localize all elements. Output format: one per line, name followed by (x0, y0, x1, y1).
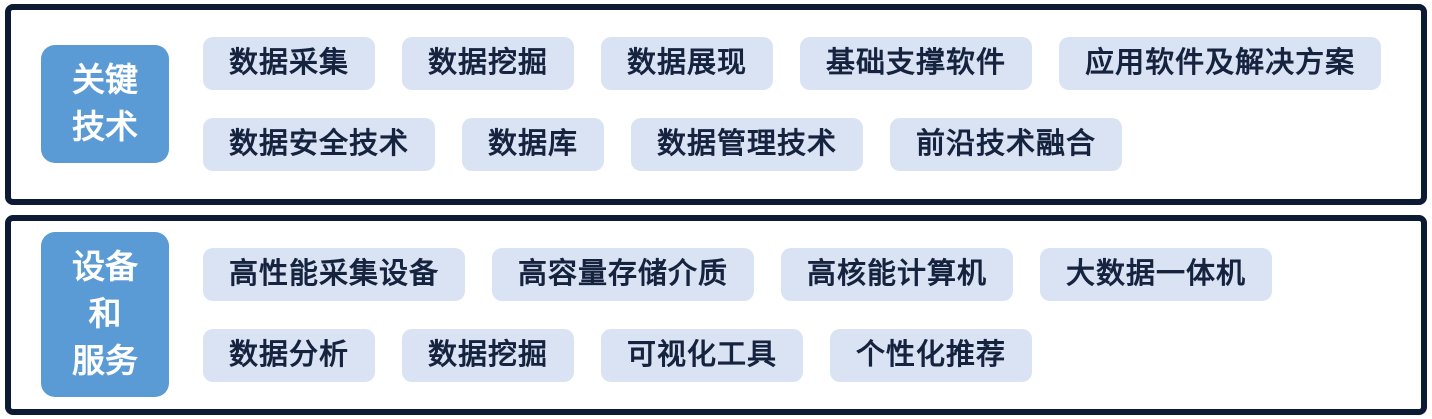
section-label-line: 关键 (72, 61, 138, 99)
panel-key-technology: 关键技术 数据采集数据挖掘数据展现基础支撑软件应用软件及解决方案 数据安全技术数… (5, 4, 1427, 205)
section-label-equipment-and-services: 设备和服务 (41, 232, 169, 398)
tag: 数据分析 (203, 328, 376, 382)
section-label-key-technology: 关键技术 (41, 45, 169, 164)
section-label-line: 服务 (72, 342, 138, 380)
tag: 应用软件及解决方案 (1059, 37, 1382, 91)
tag-row: 数据安全技术数据库数据管理技术前沿技术融合 (203, 118, 1405, 172)
tag: 大数据一体机 (1040, 247, 1273, 301)
tag-rows-equipment-and-services: 高性能采集设备高容量存储介质高核能计算机大数据一体机 数据分析数据挖掘可视化工具… (203, 247, 1405, 382)
tag: 个性化推荐 (830, 328, 1033, 382)
tag-row: 数据采集数据挖掘数据展现基础支撑软件应用软件及解决方案 (203, 37, 1405, 91)
tag: 前沿技术融合 (890, 118, 1123, 172)
tag: 高核能计算机 (781, 247, 1014, 301)
section-label-line: 技术 (72, 108, 138, 146)
tag: 数据挖掘 (402, 328, 575, 382)
tag: 高容量存储介质 (492, 247, 755, 301)
tag: 可视化工具 (601, 328, 804, 382)
panel-equipment-and-services: 设备和服务 高性能采集设备高容量存储介质高核能计算机大数据一体机 数据分析数据挖… (5, 214, 1427, 415)
tag: 基础支撑软件 (800, 37, 1033, 91)
tag-rows-key-technology: 数据采集数据挖掘数据展现基础支撑软件应用软件及解决方案 数据安全技术数据库数据管… (203, 37, 1405, 172)
tag: 数据展现 (601, 37, 774, 91)
tag: 高性能采集设备 (203, 247, 466, 301)
tag: 数据管理技术 (631, 118, 864, 172)
tag-row: 数据分析数据挖掘可视化工具个性化推荐 (203, 328, 1405, 382)
tag: 数据挖掘 (402, 37, 575, 91)
section-label-line: 和 (88, 295, 122, 333)
tag: 数据安全技术 (203, 118, 436, 172)
tag: 数据采集 (203, 37, 376, 91)
section-label-line: 设备 (72, 248, 138, 286)
tag: 数据库 (462, 118, 605, 172)
tag-row: 高性能采集设备高容量存储介质高核能计算机大数据一体机 (203, 247, 1405, 301)
